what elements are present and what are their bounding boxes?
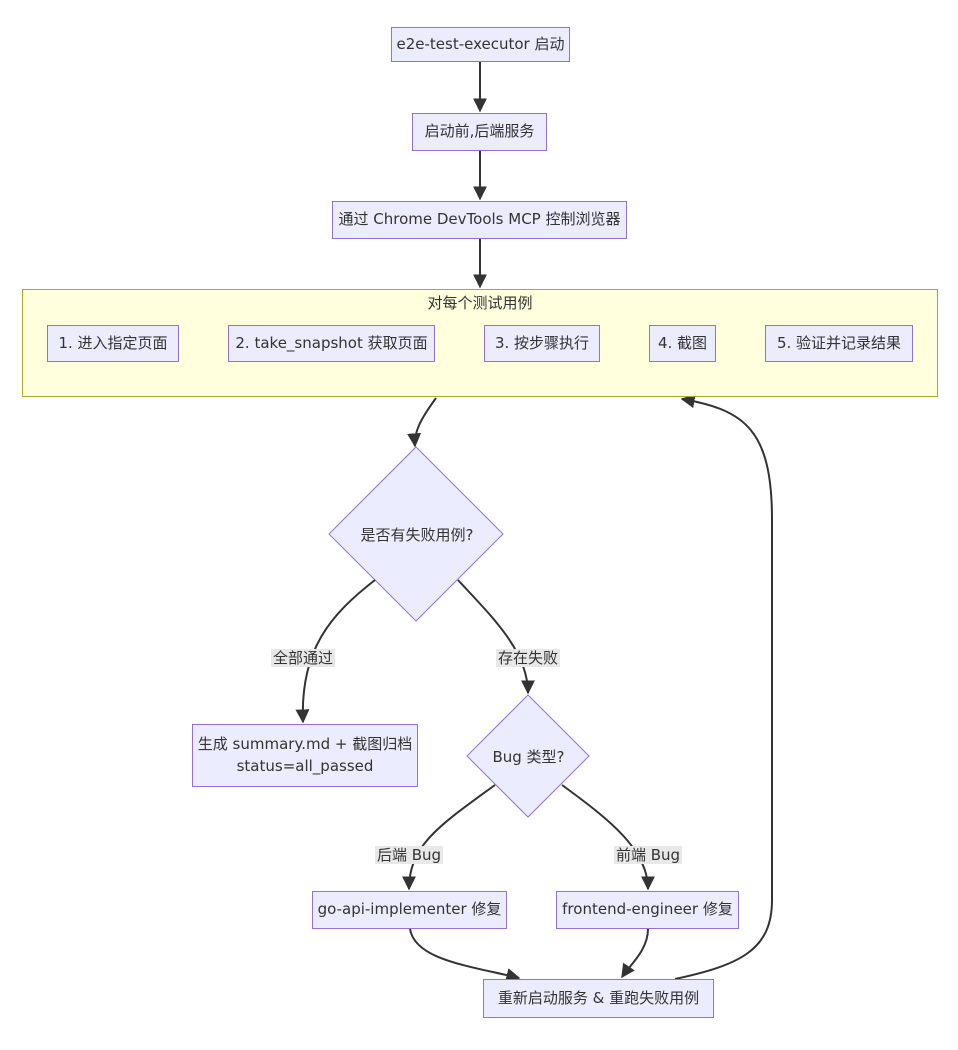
- step2-node: 2. take_snapshot 获取页面: [228, 325, 435, 362]
- step3-node: 3. 按步骤执行: [484, 325, 600, 362]
- step5-node: 5. 验证并记录结果: [765, 325, 913, 362]
- edge-rerun-to-loop: [674, 394, 773, 980]
- edge-label-has-fail: 存在失败: [495, 649, 561, 667]
- decision-bug-diamond: [466, 694, 590, 818]
- go-fix-node: go-api-implementer 修复: [312, 891, 507, 929]
- edge-label-frontend-bug: 前端 Bug: [613, 846, 683, 864]
- step4-node: 4. 截图: [649, 325, 716, 362]
- edge-label-backend-bug: 后端 Bug: [374, 846, 444, 864]
- edge-decision-to-summary: [295, 579, 376, 724]
- edge-fe-fix-to-rerun: [621, 928, 649, 979]
- edge-bug-to-fe-fix: [561, 784, 655, 891]
- edge-bug-to-go-fix: [402, 784, 496, 891]
- summary-node: 生成 summary.md + 截图归档 status=all_passed: [192, 724, 418, 787]
- decision-fail-label: 是否有失败用例?: [360, 526, 474, 544]
- start-node: e2e-test-executor 启动: [391, 27, 570, 62]
- cluster-title: 对每个测试用例: [427, 294, 533, 312]
- step1-node: 1. 进入指定页面: [47, 325, 179, 362]
- rerun-node: 重新启动服务 & 重跑失败用例: [483, 979, 714, 1018]
- decision-bug-label: Bug 类型?: [492, 748, 565, 766]
- edge-loop-to-decision: [407, 397, 437, 448]
- edge-decision-to-bug: [457, 579, 535, 695]
- edge-label-all-pass: 全部通过: [270, 649, 336, 667]
- decision-fail-diamond: [328, 446, 504, 622]
- edge-go-fix-to-rerun: [409, 928, 521, 982]
- fe-fix-node: frontend-engineer 修复: [556, 891, 739, 929]
- start-services-node: 启动前,后端服务: [412, 113, 547, 151]
- devtools-node: 通过 Chrome DevTools MCP 控制浏览器: [332, 201, 627, 239]
